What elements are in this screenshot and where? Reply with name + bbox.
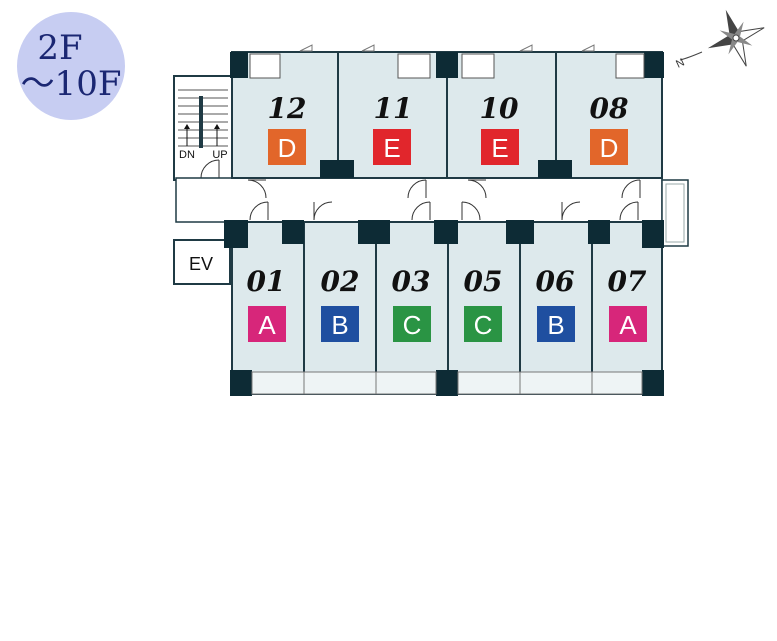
unit-number: 02: [321, 265, 360, 298]
type-badge: [537, 306, 575, 342]
stairs-up-label: UP: [212, 149, 227, 161]
corridor: [175, 177, 663, 223]
unit-number: 01: [247, 265, 286, 298]
type-badge: [373, 129, 411, 165]
unit-number: 08: [590, 92, 629, 125]
stairs-down-label: DN: [179, 149, 195, 161]
unit-number: 10: [480, 92, 519, 125]
compass-star-icon: N: [674, 9, 765, 71]
unit-05: 05 C: [464, 265, 503, 342]
unit-number: 07: [608, 265, 647, 298]
unit-number: 06: [536, 265, 575, 298]
type-label: D: [278, 133, 297, 163]
type-label: C: [474, 310, 493, 340]
unit-12: 12 D: [268, 92, 307, 165]
elevator: EV: [173, 239, 231, 285]
type-badge: [393, 306, 431, 342]
type-badge: [609, 306, 647, 342]
floor-range-start: 2F: [37, 28, 83, 68]
type-label: A: [258, 310, 276, 340]
unit-08: 08 D: [590, 92, 629, 165]
south-units: [224, 220, 664, 396]
type-badge: [248, 306, 286, 342]
type-label: A: [619, 310, 637, 340]
doors: [247, 179, 641, 221]
type-label: B: [547, 310, 564, 340]
floor-range-badge: 2F 〜10F: [17, 12, 125, 120]
type-label: C: [403, 310, 422, 340]
unit-03: 03 C: [392, 265, 431, 342]
type-badge: [464, 306, 502, 342]
type-label: B: [331, 310, 348, 340]
unit-02: 02 B: [321, 265, 360, 342]
stairwell: DN UP: [173, 75, 233, 181]
type-badge: [481, 129, 519, 165]
unit-11: 11 E: [373, 92, 412, 165]
unit-number: 12: [268, 92, 307, 125]
type-badge: [590, 129, 628, 165]
type-badge: [321, 306, 359, 342]
unit-06: 06 B: [536, 265, 575, 342]
type-badge: [268, 129, 306, 165]
type-label: D: [600, 133, 619, 163]
floor-range-end: 〜10F: [20, 64, 122, 104]
unit-10: 10 E: [480, 92, 519, 165]
type-label: E: [491, 133, 508, 163]
unit-number: 05: [464, 265, 503, 298]
unit-01: 01 A: [247, 265, 286, 342]
unit-number: 03: [392, 265, 431, 298]
unit-number: 11: [374, 92, 413, 125]
unit-07: 07 A: [608, 265, 647, 342]
type-label: E: [383, 133, 400, 163]
elevator-label: EV: [189, 254, 213, 274]
